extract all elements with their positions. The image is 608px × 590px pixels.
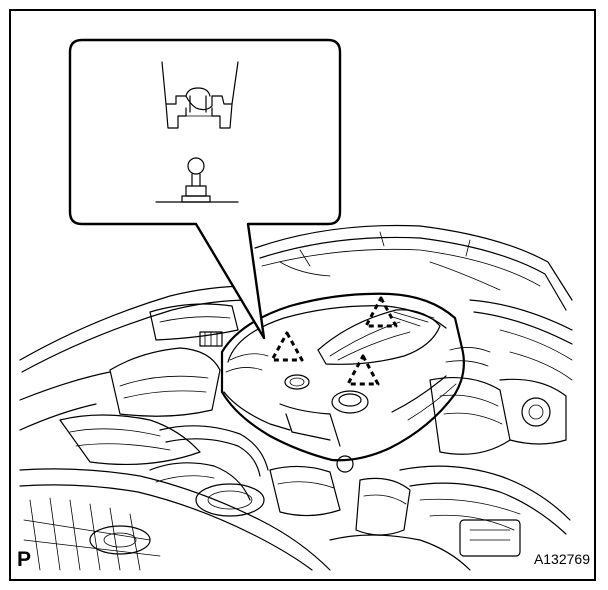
engine-bay (19, 224, 573, 571)
clip-marker-rear (364, 296, 398, 328)
detail-callout (68, 38, 342, 340)
clip-marker-left (270, 331, 304, 362)
ball-stud-icon (155, 157, 239, 203)
clip-socket-icon (161, 61, 239, 129)
page-mark: P (17, 548, 32, 571)
clip-marker-front (346, 354, 380, 386)
engine-cover (220, 292, 465, 462)
figure-id: A132769 (533, 551, 590, 567)
clip-location-markers (270, 296, 398, 386)
